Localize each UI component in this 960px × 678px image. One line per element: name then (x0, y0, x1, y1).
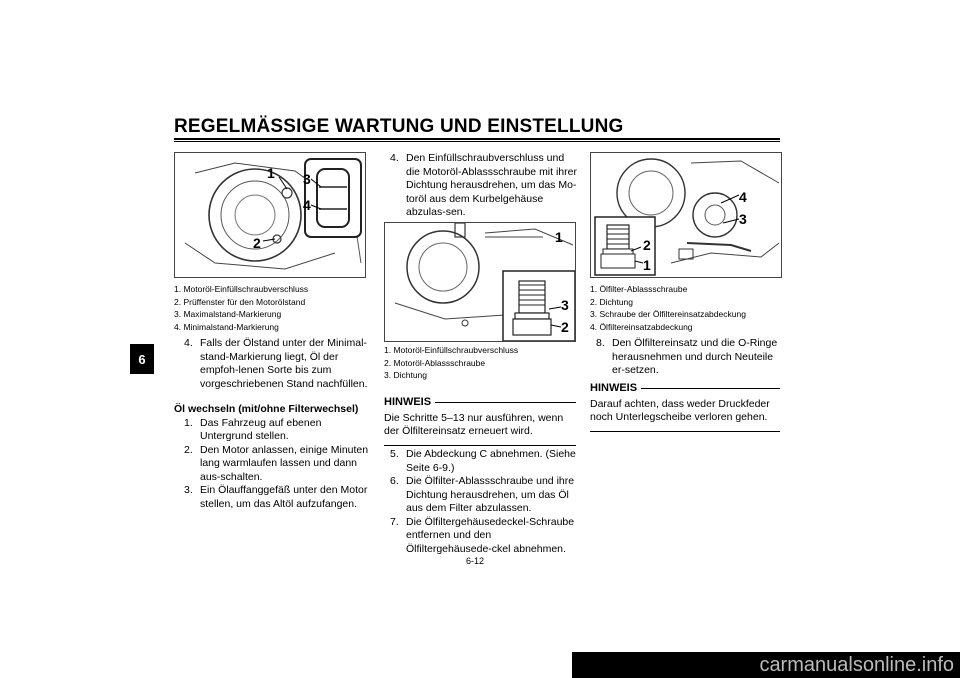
column3-step8: 8. Den Ölfiltereinsatz und die O-Ringe h… (590, 337, 784, 378)
column2-steps: 5. Die Abdeckung C abnehmen. (Siehe Seit… (384, 448, 578, 556)
step-6: 6. Die Ölfilter-Ablassschraube und ihre … (390, 475, 575, 514)
section-heading: Öl wechseln (mit/ohne Filterwechsel) (174, 403, 359, 415)
callout-2: 2 (561, 319, 569, 335)
step-7: 7. Die Ölfiltergehäusedeckel-Schraube en… (390, 515, 575, 555)
column1-text: 4. Falls der Ölstand unter der Minimal-s… (174, 337, 372, 511)
title-rule (174, 138, 780, 140)
hinweis-box: HINWEIS Darauf achten, dass weder Druckf… (590, 382, 780, 432)
caption: 2. Motoröl-Ablassschraube (384, 357, 486, 368)
step-4: 4. Falls der Ölstand unter der Minimal-s… (184, 337, 368, 390)
title-rule-thin (174, 141, 780, 142)
page-number: 6-12 (466, 556, 485, 566)
hinweis-label: HINWEIS (384, 396, 432, 408)
callout-2: 2 (253, 235, 261, 251)
callout-1: 1 (555, 229, 563, 245)
chapter-tab: 6 (130, 344, 154, 374)
callout-3: 3 (561, 297, 569, 313)
step-5: 5. Die Abdeckung C abnehmen. (Siehe Seit… (390, 448, 576, 474)
figure-oil-filter: 4 3 2 1 (590, 152, 782, 278)
step-4: 4. Den Einfüllschraubverschluss und die … (390, 152, 577, 218)
caption: 1. Motoröl-Einfüllschraubverschluss (174, 284, 309, 294)
caption: 4. Minimalstand-Markierung (174, 321, 279, 332)
step-8: 8. Den Ölfiltereinsatz und die O-Ringe h… (596, 337, 778, 376)
caption: 2. Prüffenster für den Motorölstand (174, 296, 306, 307)
callout-1: 1 (643, 257, 651, 273)
page-title: REGELMÄSSIGE WARTUNG UND EINSTELLUNG (174, 116, 624, 137)
caption: 3. Maximalstand-Markierung (174, 309, 282, 319)
figure3-captions: 1. Ölfilter-Ablassschraube 2. Dichtung 3… (590, 283, 746, 333)
hinweis-box: HINWEIS Die Schritte 5–13 nur ausführen,… (384, 396, 576, 446)
hinweis-text: Die Schritte 5–13 nur ausführen, wenn de… (384, 411, 564, 438)
column2-step4: 4. Den Einfüllschraubverschluss und die … (384, 152, 578, 220)
figure1-captions: 1. Motoröl-Einfüllschraubverschluss 2. P… (174, 283, 308, 333)
hinweis-text: Darauf achten, dass weder Druckfeder noc… (590, 397, 770, 424)
step-1: 1. Das Fahrzeug auf ebenen Untergrund st… (184, 416, 322, 443)
step-3: 3. Ein Ölauffanggefäß unter den Motor st… (184, 484, 368, 510)
hinweis-label: HINWEIS (590, 382, 638, 394)
caption: 4. Ölfiltereinsatzabdeckung (590, 321, 693, 332)
callout-4: 4 (303, 197, 311, 213)
callout-4: 4 (739, 189, 747, 205)
figure2-captions: 1. Motoröl-Einfüllschraubverschluss 2. M… (384, 344, 518, 382)
figure-oil-drain: 1 3 2 (384, 222, 576, 342)
caption: 1. Ölfilter-Ablassschraube (590, 284, 688, 294)
callout-3: 3 (303, 171, 311, 187)
caption: 3. Dichtung (384, 370, 427, 380)
step-2: 2. Den Motor anlassen, einige Minuten la… (184, 443, 369, 483)
caption: 3. Schraube der Ölfiltereinsatzabdeckung (590, 309, 746, 319)
figure-oil-level-window: 1 2 3 4 (174, 152, 366, 278)
caption: 1. Motoröl-Einfüllschraubverschluss (384, 345, 519, 355)
callout-3: 3 (739, 211, 747, 227)
watermark: carmanualsonline.info (572, 652, 960, 678)
callout-1: 1 (267, 165, 275, 181)
callout-2: 2 (643, 237, 651, 253)
caption: 2. Dichtung (590, 296, 633, 307)
